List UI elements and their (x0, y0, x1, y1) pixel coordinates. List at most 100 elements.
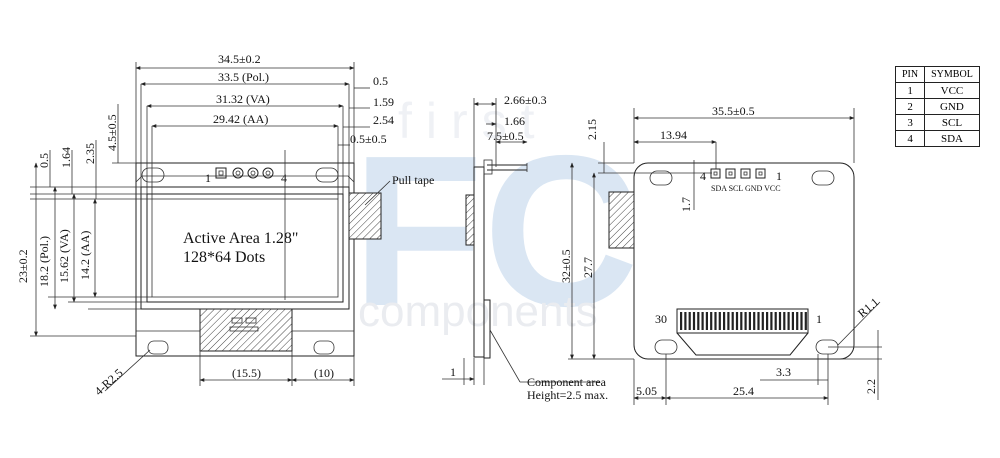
mount-hole (147, 340, 169, 355)
dim-side-width: (10) (314, 366, 334, 380)
dim-aa-width: 29.42 (AA) (213, 112, 268, 126)
dim-polarizer-height: 18.2 (Pol.) (37, 236, 51, 287)
fpc-pin (684, 312, 687, 330)
pin-symbol: SCL (924, 114, 980, 131)
fpc-pin (757, 312, 760, 330)
mount-hole (313, 340, 335, 355)
dim-va-height: 15.62 (VA) (57, 229, 71, 283)
dim-back-277: 27.7 (581, 257, 595, 278)
fpc-pin (731, 312, 734, 330)
mount-hole (811, 170, 835, 186)
watermark: FC first components (352, 93, 639, 351)
fpc-pin (791, 312, 794, 330)
back-pull-tape (608, 191, 635, 249)
watermark-fc: FC (352, 110, 639, 351)
mount-hole (141, 167, 165, 183)
pin-symbol: GND (924, 98, 980, 115)
component-area-line2: Height=2.5 max. (527, 388, 608, 402)
fpc-pin (778, 312, 782, 330)
active-area-text-1: Active Area 1.28" (183, 230, 298, 247)
watermark-components: components (358, 287, 598, 336)
component-area-line1: Component area (527, 375, 607, 389)
viewing-area (146, 193, 344, 303)
fpc-pin (753, 312, 756, 330)
fpc-pin (748, 312, 751, 330)
fpc-pin-30-label: 30 (655, 312, 667, 326)
dim-outline-height: 23±0.2 (16, 249, 30, 283)
dim-back-22: 2.2 (864, 379, 878, 394)
fpc-pin (701, 312, 704, 330)
fpc-pin (714, 312, 717, 330)
dim-back-1394: 13.94 (660, 128, 687, 142)
dim-back-width: 35.5±0.5 (712, 104, 755, 118)
pin-number: 1 (894, 82, 926, 99)
fpc-tail (199, 308, 293, 352)
dim-back-215: 2.15 (585, 119, 599, 140)
dim-aa-height: 14.2 (AA) (78, 231, 92, 280)
dim-side-total: 2.66±0.3 (504, 93, 547, 107)
dim-right-254: 2.54 (373, 113, 394, 127)
fpc-pin (692, 312, 696, 330)
fpc-pin (688, 312, 691, 330)
fpc-pin (774, 312, 777, 330)
dim-top-05: 0.5 (37, 153, 51, 168)
fpc-pin (800, 312, 803, 330)
fpc-pin (783, 312, 786, 330)
fpc-pin (740, 312, 743, 330)
fpc-pin (766, 312, 769, 330)
pin-table-header-symbol: SYMBOL (924, 66, 980, 83)
back-header-signals: SDA SCL GND VCC (711, 184, 781, 193)
back-pin-1-label: 1 (776, 169, 782, 183)
back-view: 4 1 SDA SCL GND VCC 30 1 35.5±0.5 13.94 … (559, 104, 882, 405)
front-pin-4-label: 4 (281, 171, 287, 185)
front-pin-1-label: 1 (205, 171, 211, 185)
fpc-pin-1-label: 1 (816, 312, 822, 326)
pin-number: 2 (894, 98, 926, 115)
mount-hole (649, 170, 673, 186)
dim-back-505: 5.05 (636, 384, 657, 398)
dim-corner-radius: 4-R2.5 (92, 366, 126, 398)
fpc-pin (723, 312, 726, 330)
pull-tape-label: Pull tape (392, 173, 434, 187)
pin-number: 3 (894, 114, 926, 131)
fpc-pin (804, 312, 807, 330)
fpc-pin (705, 312, 708, 330)
pin-table-header: PIN SYMBOL (894, 66, 980, 83)
dim-outline-width: 34.5±0.2 (218, 52, 261, 66)
dim-va-width: 31.32 (VA) (216, 92, 270, 106)
pin-symbol: VCC (924, 82, 980, 99)
dim-right-159: 1.59 (373, 95, 394, 109)
mount-hole (315, 167, 339, 183)
dim-back-33: 3.3 (776, 365, 791, 379)
dim-top-164: 1.64 (59, 147, 73, 168)
active-area-text-2: 128*64 Dots (183, 249, 265, 266)
fpc-pin (761, 312, 764, 330)
fpc-pin (735, 312, 739, 330)
dim-top-235: 2.35 (83, 143, 97, 164)
fpc-pin (697, 312, 700, 330)
mount-hole (654, 339, 678, 355)
fpc-pin (718, 312, 721, 330)
pin-table-header-pin: PIN (894, 66, 926, 83)
fpc-pin (727, 312, 730, 330)
back-pin-4-label: 4 (700, 169, 706, 183)
dim-top-45: 4.5±0.5 (105, 114, 119, 151)
fpc-connector (676, 308, 809, 334)
back-board-outline (633, 162, 855, 360)
dim-right-05b: 0.5±0.5 (350, 132, 387, 146)
side-view: 2.66±0.3 1.66 7.5±0.5 1 Component area H… (442, 93, 608, 402)
dim-side-75: 7.5±0.5 (487, 129, 524, 143)
dim-polarizer-width: 33.5 (Pol.) (218, 70, 269, 84)
fpc-pin (770, 312, 773, 330)
dim-side-166: 1.66 (504, 114, 525, 128)
dim-back-17: 1.7 (679, 197, 693, 212)
fpc-pin (744, 312, 747, 330)
pin-symbol: SDA (924, 130, 980, 147)
fpc-pin (787, 312, 790, 330)
pull-tape (348, 192, 382, 240)
